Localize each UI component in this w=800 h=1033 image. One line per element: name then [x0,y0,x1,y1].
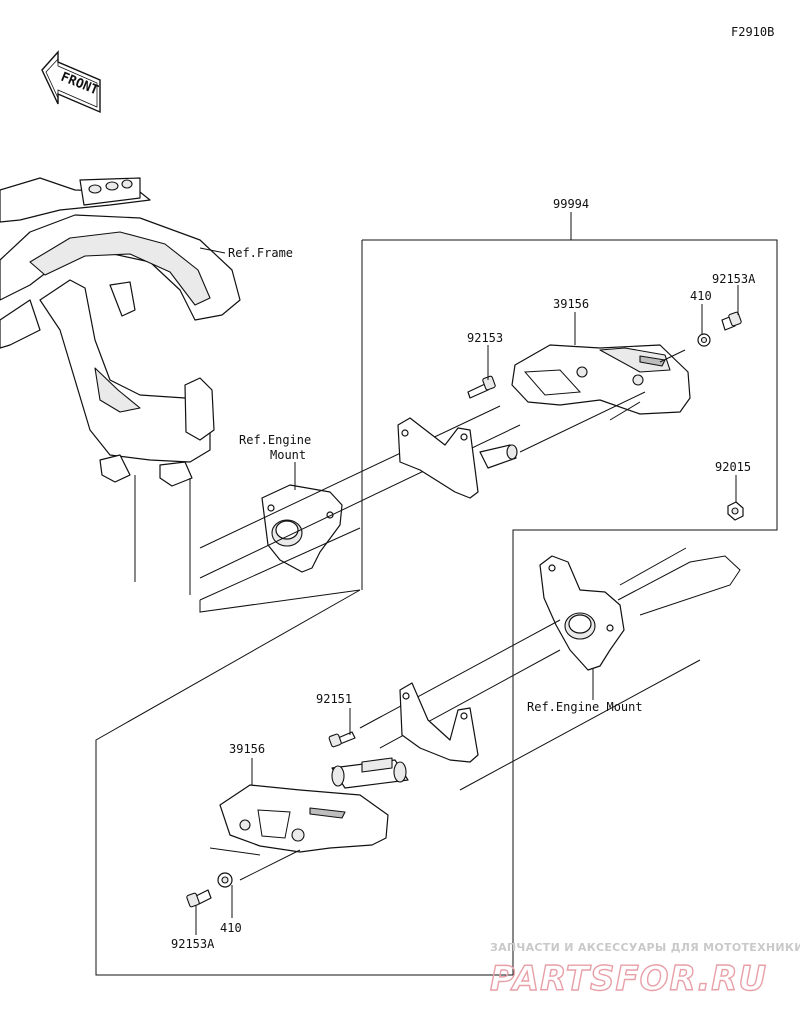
watermark-tagline: ЗАПЧАСТИ И АКСЕССУАРЫ ДЛЯ МОТОТЕХНИКИ [490,941,800,954]
part-92151-label: 92151 [316,692,352,706]
ref-engine-mount-label-1a: Ref.Engine [239,433,311,447]
nut-92015 [727,501,744,521]
upper-leaders [199,247,739,502]
part-39156-bottom-label: 39156 [229,742,265,756]
ref-engine-mount-label-1b: Mount [270,448,306,462]
part-39156-top-label: 39156 [553,297,589,311]
part-92153a-bottom-label: 92153A [171,937,215,951]
front-arrow-icon [41,50,101,114]
ref-engine-mount-label-2: Ref.Engine Mount [527,700,643,714]
part-410-top-label: 410 [690,289,712,303]
upper-slider-39156 [511,344,691,415]
bolt-92153a-bottom [186,889,212,908]
washer-410-bottom [217,872,233,888]
lower-leaders [195,668,594,935]
diagram-code: F2910B [731,25,774,39]
lower-bracket [331,682,479,789]
lower-slider-39156 [209,784,389,856]
kit-bracket-box [95,212,778,976]
upper-bracket [397,417,518,499]
upper-engine-mount-plate [261,484,343,573]
watermark-brand: PARTSFOR.RU [490,959,767,999]
part-92153-top-label: 92153 [467,331,503,345]
frame-drawing [0,177,241,595]
ref-frame-label: Ref.Frame [228,246,293,260]
kit-number-label: 99994 [553,197,589,211]
lower-bolt-92151 [328,731,356,748]
bolt-92153a-top [721,311,742,331]
part-410-bottom-label: 410 [220,921,242,935]
upper-bolt-92153 [467,375,496,399]
part-92015-label: 92015 [715,460,751,474]
lower-engine-mount-plate [539,555,625,671]
washer-410-top [697,333,711,347]
part-92153a-top-label: 92153A [712,272,756,286]
